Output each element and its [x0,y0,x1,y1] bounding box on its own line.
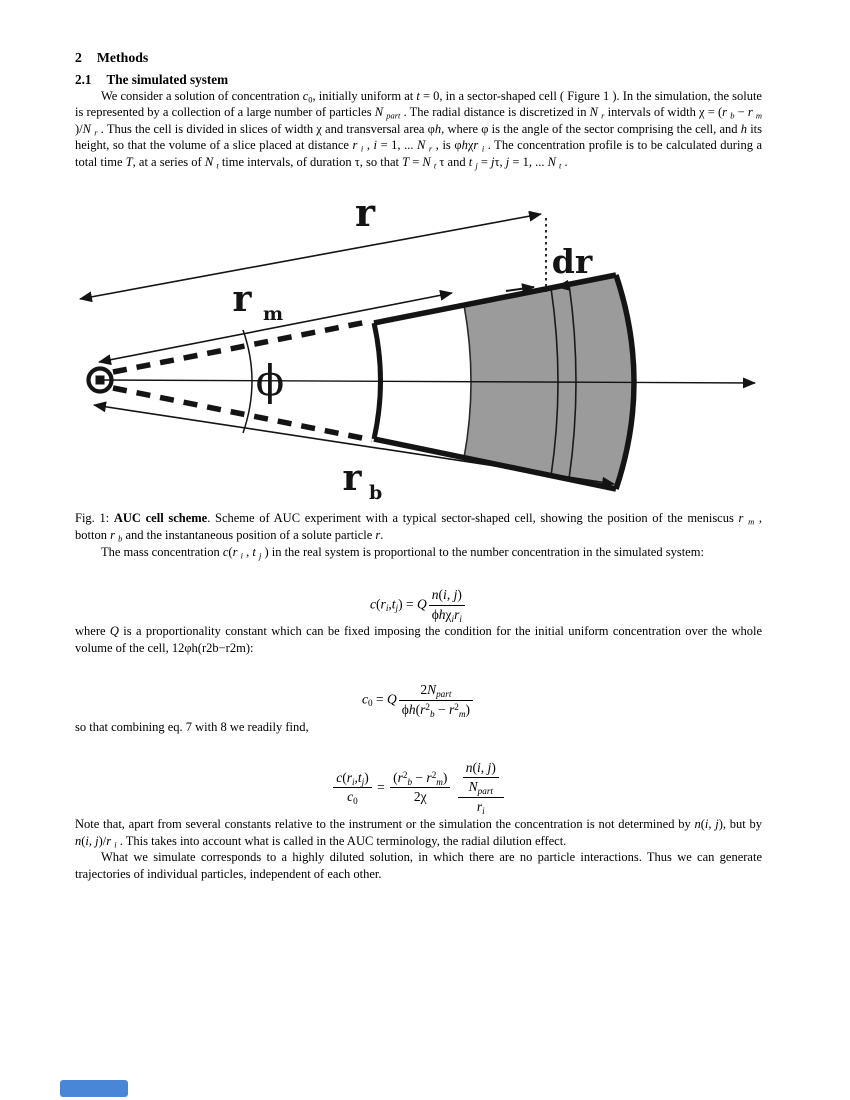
rm-arrow [98,290,453,366]
rb-label-subscript: b [369,482,382,504]
phi-angle-arc [242,330,253,434]
paper-content: 2 Methods 2.1 The simulated system We cons… [75,0,762,882]
rotor-axis-center [95,375,105,385]
rb-arrow [93,401,615,488]
section-heading: 2 Methods [75,50,762,66]
figure-caption: Fig. 1: AUC cell scheme. Scheme of AUC e… [75,511,762,544]
rm-label: r [233,278,253,320]
paragraph-q-constant: where Q is a proportionality constant wh… [75,624,762,655]
r-label: r [355,194,376,235]
rotor-axis-icon [86,366,114,394]
dr-right-arrow [556,280,585,291]
rb-label: r [343,457,363,499]
paragraph-intro: We consider a solution of concentration … [75,89,763,171]
figure-1: ϕ r dr r m r b [0,190,850,506]
sector-upper-dashed-line [112,318,373,375]
section-title: Methods [96,50,149,65]
dr-left-arrow [505,283,535,295]
subsection-number: 2.1 [75,72,92,87]
paragraph-combining: so that combining eq. 7 with 8 we readil… [75,720,309,735]
auc-cell-diagram: ϕ r dr r m r b [79,190,756,504]
footer-link-badge[interactable] [60,1080,128,1097]
r-arrow [79,211,542,303]
dr-label: dr [552,242,593,281]
phi-label: ϕ [256,356,285,405]
paragraph-mass-concentration: The mass concentration c(r i , t j ) in … [101,545,704,561]
section-number: 2 [75,50,82,65]
subsection-heading: 2.1 The simulated system [75,72,762,88]
rm-label-subscript: m [263,303,283,325]
paragraph-simulation: What we simulate corresponds to a highly… [75,850,762,881]
subsection-title: The simulated system [106,72,229,87]
radial-axis [99,377,756,389]
paragraph-note: Note that, apart from several constants … [75,817,762,850]
